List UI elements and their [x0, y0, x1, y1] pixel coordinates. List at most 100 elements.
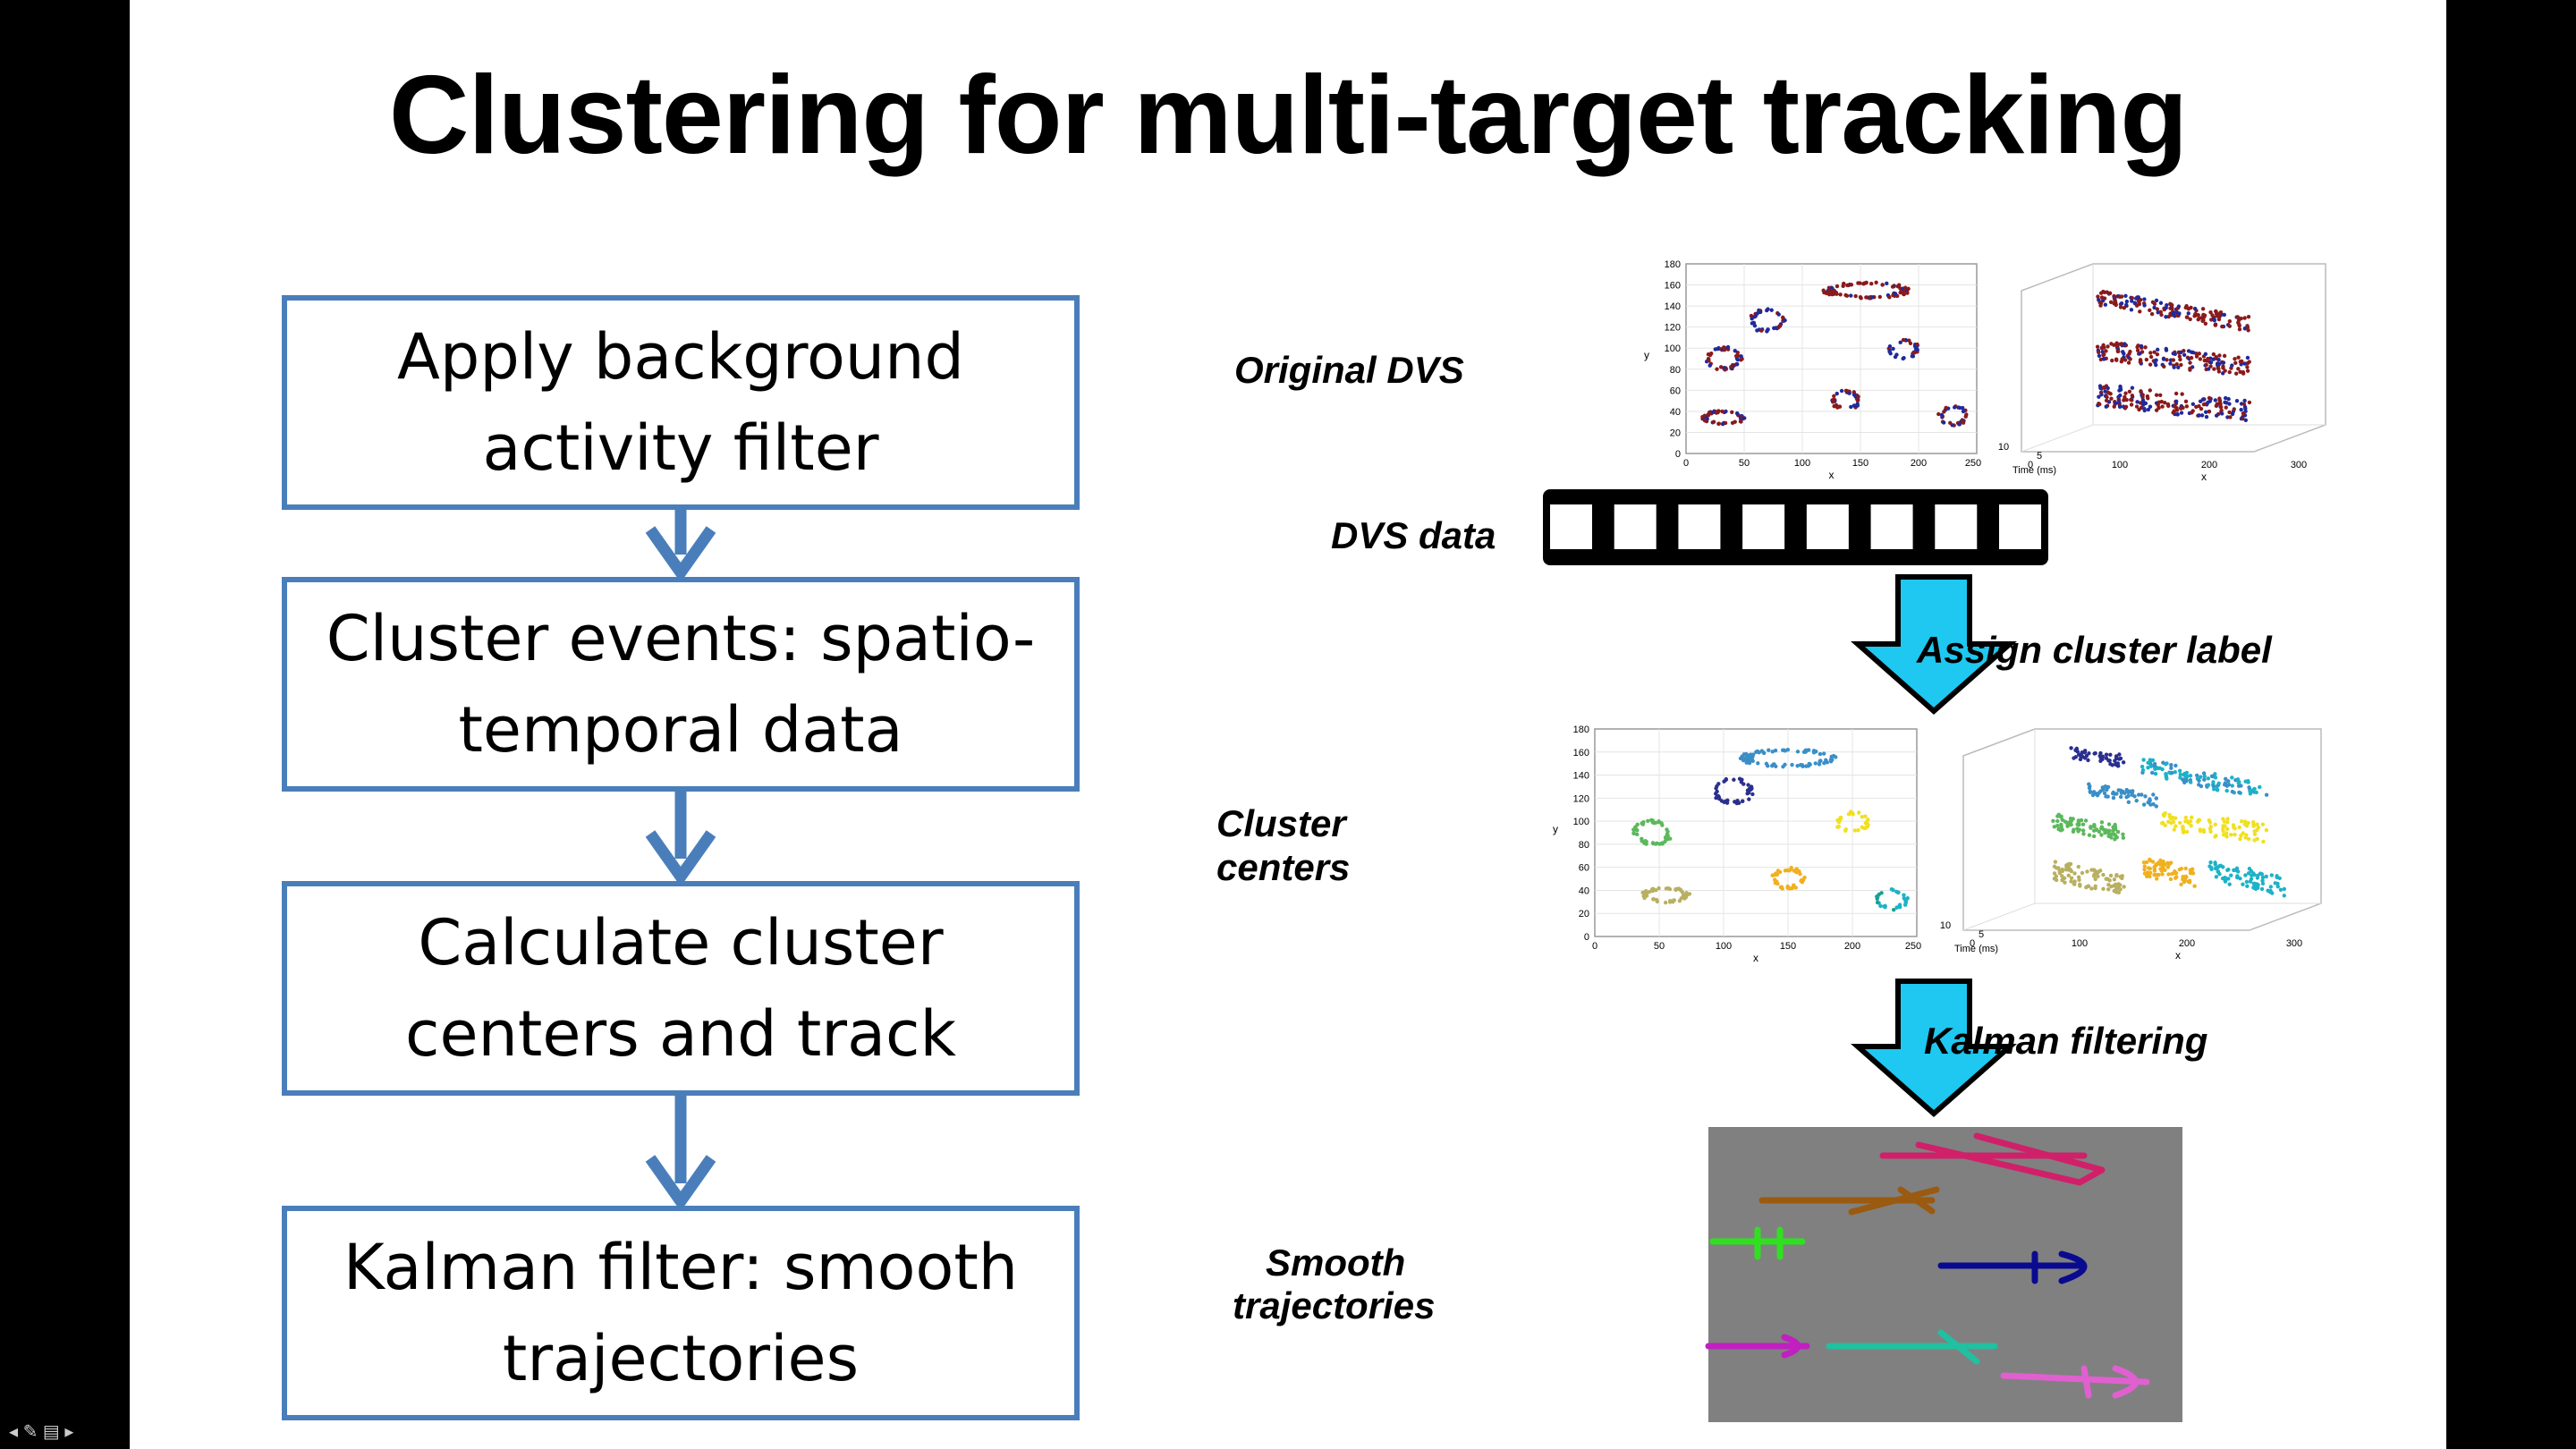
data-point	[1910, 354, 1915, 359]
data-point	[1747, 758, 1752, 764]
data-point	[1716, 421, 1722, 426]
data-point	[2179, 350, 2183, 355]
data-point	[2068, 817, 2073, 821]
data-point	[2087, 751, 2091, 756]
data-point	[1856, 828, 1860, 833]
data-point	[2056, 826, 2061, 832]
data-point	[2099, 393, 2104, 397]
data-point	[1780, 315, 1785, 320]
grid-line	[1962, 902, 2036, 931]
trajectory-path	[1937, 1250, 2088, 1284]
data-point	[2206, 783, 2211, 787]
data-point	[2239, 784, 2243, 788]
data-point	[2254, 790, 2258, 795]
data-point	[2112, 343, 2116, 347]
data-point	[2177, 311, 2182, 316]
data-point	[2226, 877, 2231, 881]
data-point	[2179, 362, 2183, 368]
data-point	[2118, 794, 2123, 800]
data-point	[2141, 802, 2147, 807]
data-point	[2188, 819, 2193, 824]
data-point	[1894, 352, 1899, 357]
data-point	[2229, 833, 2233, 837]
data-point	[2260, 878, 2265, 883]
data-point	[2088, 790, 2093, 794]
data-point	[1679, 896, 1683, 901]
data-point	[2154, 872, 2159, 877]
data-point	[2148, 764, 2154, 768]
data-point	[1754, 750, 1758, 754]
data-point	[2122, 352, 2126, 356]
data-point	[1898, 340, 1902, 345]
data-point	[2102, 290, 2107, 295]
data-point	[2097, 402, 2101, 406]
data-point	[2094, 827, 2099, 833]
data-point	[1939, 412, 1945, 418]
data-point	[2098, 386, 2103, 391]
data-point	[2230, 784, 2234, 788]
slideshow-nav-controls[interactable]: ◂ ✎ ▤ ▸	[9, 1422, 74, 1442]
data-point	[2221, 817, 2225, 821]
tick-label: 180	[1665, 259, 1681, 270]
data-point	[2052, 864, 2057, 869]
data-point	[1766, 307, 1770, 311]
data-point	[2170, 770, 2174, 775]
data-point	[1795, 764, 1800, 768]
smooth-trajectories-image	[1705, 1127, 2182, 1422]
label-smooth-2: trajectories	[1233, 1284, 1436, 1326]
data-point	[2256, 825, 2261, 830]
data-point	[2161, 812, 2166, 817]
data-point	[1817, 762, 1822, 767]
data-point	[2106, 887, 2111, 892]
data-point	[2201, 397, 2206, 402]
data-point	[1877, 294, 1882, 300]
data-point	[1960, 418, 1965, 423]
data-point	[2184, 304, 2189, 309]
data-point	[2161, 357, 2166, 361]
data-point	[1839, 388, 1844, 394]
data-point	[2140, 393, 2145, 397]
data-point	[2106, 344, 2110, 349]
data-point	[2142, 297, 2147, 301]
data-point	[1650, 888, 1655, 894]
data-point	[1714, 786, 1718, 791]
data-point	[1724, 799, 1728, 803]
data-point	[1818, 751, 1823, 757]
data-point	[1889, 886, 1894, 892]
data-point	[2235, 315, 2241, 319]
data-point	[1717, 797, 1722, 801]
data-point	[2214, 309, 2218, 314]
data-point	[2120, 357, 2124, 361]
data-point	[2173, 352, 2177, 357]
data-point	[2060, 827, 2064, 832]
data-point	[1759, 328, 1764, 333]
data-point	[1858, 294, 1863, 300]
data-point	[1858, 281, 1862, 285]
data-point	[2189, 350, 2194, 354]
data-point	[2242, 361, 2247, 366]
data-point	[2143, 794, 2148, 799]
data-point	[1650, 841, 1656, 845]
data-point	[2251, 787, 2256, 792]
data-point	[2240, 819, 2244, 824]
data-point	[1746, 783, 1750, 787]
data-point	[1891, 346, 1895, 352]
data-point	[2227, 882, 2232, 886]
data-point	[2189, 823, 2193, 828]
label-cluster-centers-1: Cluster	[1216, 802, 1346, 844]
data-point	[2227, 318, 2233, 324]
data-point	[2177, 768, 2182, 773]
data-point	[2224, 784, 2229, 788]
data-point	[1732, 777, 1736, 782]
data-point	[2052, 871, 2057, 876]
data-point	[2118, 305, 2123, 309]
data-point	[2234, 866, 2240, 871]
data-point	[2213, 398, 2217, 402]
data-point	[2098, 750, 2103, 756]
data-point	[1653, 820, 1658, 826]
data-point	[2242, 326, 2248, 331]
data-point	[2150, 770, 2155, 775]
tick-label: 250	[1905, 941, 1921, 952]
data-point	[2188, 360, 2192, 365]
data-point	[2121, 835, 2126, 840]
